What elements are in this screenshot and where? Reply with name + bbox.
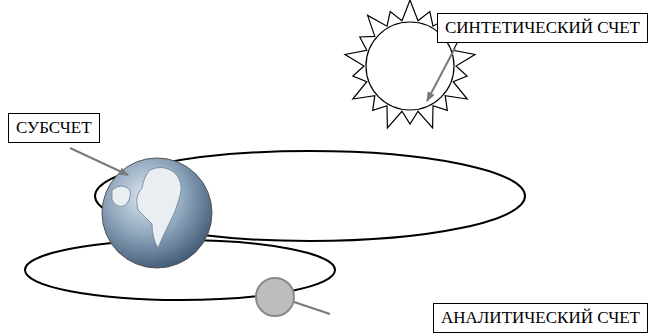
account-name: СИНТЕТИЧЕСКИЙ СЧЕТ (445, 18, 640, 38)
account-name: СУБСЧЕТ (16, 118, 92, 138)
account-label: АНАЛИТИЧЕСКИЙ СЧЕТ (433, 303, 648, 333)
earth-land (137, 167, 181, 248)
earth-globe (102, 158, 212, 268)
earth-land-2 (112, 186, 130, 206)
account-name: АНАЛИТИЧЕСКИЙ СЧЕТ (441, 308, 640, 328)
account-label: СИНТЕТИЧЕСКИЙ СЧЕТ (437, 13, 648, 43)
moon (256, 278, 294, 316)
leader-line (427, 48, 455, 101)
leader-line (294, 302, 330, 314)
leader-line (70, 148, 128, 175)
account-label: СУБСЧЕТ (8, 113, 100, 143)
